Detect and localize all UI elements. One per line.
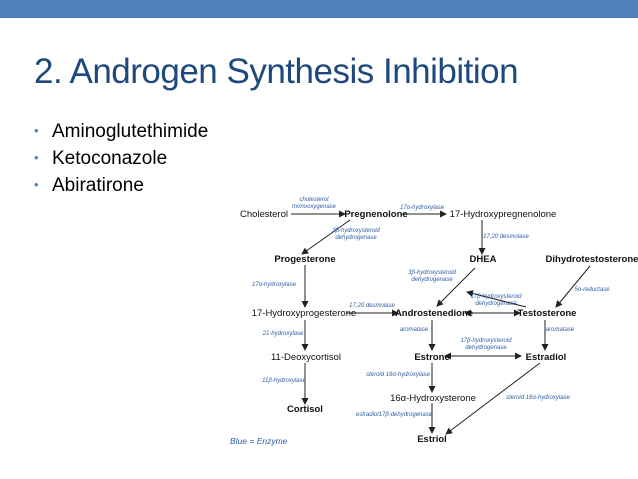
node-dhea: DHEA (470, 254, 497, 265)
enzyme-label: steroid 16α-hydroxylase (506, 395, 570, 401)
enzyme-label: 11β-hydroxylase (262, 378, 306, 384)
node-cholesterol: Cholesterol (240, 209, 288, 220)
enzyme-label: dehydrogenase (475, 301, 517, 307)
node-cortisol: Cortisol (287, 404, 323, 415)
enzyme-label: 17α-hydroxylase (252, 282, 297, 288)
enzyme-label: dehydrogenase (465, 345, 507, 351)
bullet-dot-icon: • (34, 123, 39, 138)
slide-title: 2. Androgen Synthesis Inhibition (34, 52, 519, 91)
arrow (466, 290, 527, 308)
enzyme-label: 21-hydroxylase (262, 331, 304, 337)
enzyme-label: 3β-hydroxysteroid (332, 228, 380, 234)
enzyme-label: estradiol17β-dehydrogenase (356, 412, 433, 418)
enzyme-label: steroid 16α-hydroxylase (366, 372, 430, 378)
node-16a-hydroxyestrone: 16α-Hydroxysterone (390, 393, 476, 404)
bullet-text: Ketoconazole (52, 148, 168, 169)
bullet-text: Aminoglutethimide (52, 121, 209, 142)
bullet-dot-icon: • (34, 177, 39, 192)
node-progesterone: Progesterone (274, 254, 335, 265)
enzyme-label: monooxygenase (292, 204, 337, 210)
node-dihydrotestosterone: Dihydrotestosterone (546, 254, 638, 265)
bullet-item: • Abiratirone (34, 175, 208, 202)
enzyme-label: cholesterol (299, 197, 329, 203)
arrow (445, 362, 541, 435)
arrow (301, 219, 351, 255)
arrow (436, 267, 476, 307)
node-testosterone: Testosterone (518, 308, 577, 319)
bullet-item: • Aminoglutethimide (34, 121, 208, 148)
node-17-hydroxypregnenolone: 17-Hydroxypregnenolone (450, 209, 557, 220)
bullet-list: • Aminoglutethimide • Ketoconazole • Abirat… (34, 121, 208, 202)
enzyme-label: aromatase (546, 327, 575, 333)
enzyme-label: 17β-hydroxysteroid (460, 338, 512, 344)
node-androstenedione: Androstenedione (395, 308, 473, 319)
node-estrone: Estrone (414, 352, 449, 363)
enzyme-label: dehydrogenase (411, 277, 453, 283)
enzyme-label: 17,20 desmolase (349, 303, 395, 309)
pathway-arrows (291, 210, 591, 435)
enzyme-labels: cholesterol monooxygenase 17α-hydroxylas… (252, 197, 610, 418)
diagram-legend: Blue = Enzyme (230, 436, 288, 446)
enzyme-label: 3β-hydroxysteroid (408, 270, 456, 276)
node-17-hydroxyprogesterone: 17-Hydroxyprogesterone (252, 308, 357, 319)
bullet-item: • Ketoconazole (34, 148, 208, 175)
node-11-deoxycortisol: 11-Deoxycortisol (271, 352, 341, 363)
enzyme-label: 5α-reductase (574, 287, 610, 293)
enzyme-label: dehydrogenase (335, 235, 377, 241)
top-accent-bar (0, 0, 638, 18)
compound-labels: Cholesterol Pregnenolone 17-Hydroxypregn… (240, 209, 638, 445)
enzyme-label: aromatase (400, 327, 429, 333)
enzyme-label: 17α-hydroxylase (400, 205, 445, 211)
arrow (555, 265, 591, 308)
node-pregnenolone: Pregnenolone (344, 209, 407, 220)
enzyme-label: 17β-hydroxysteroid (470, 294, 522, 300)
bullet-dot-icon: • (34, 150, 39, 165)
node-estriol: Estriol (417, 434, 447, 445)
enzyme-label: 17,20 desmolase (483, 234, 529, 240)
node-estradiol: Estradiol (526, 352, 567, 363)
bullet-text: Abiratirone (52, 175, 144, 196)
